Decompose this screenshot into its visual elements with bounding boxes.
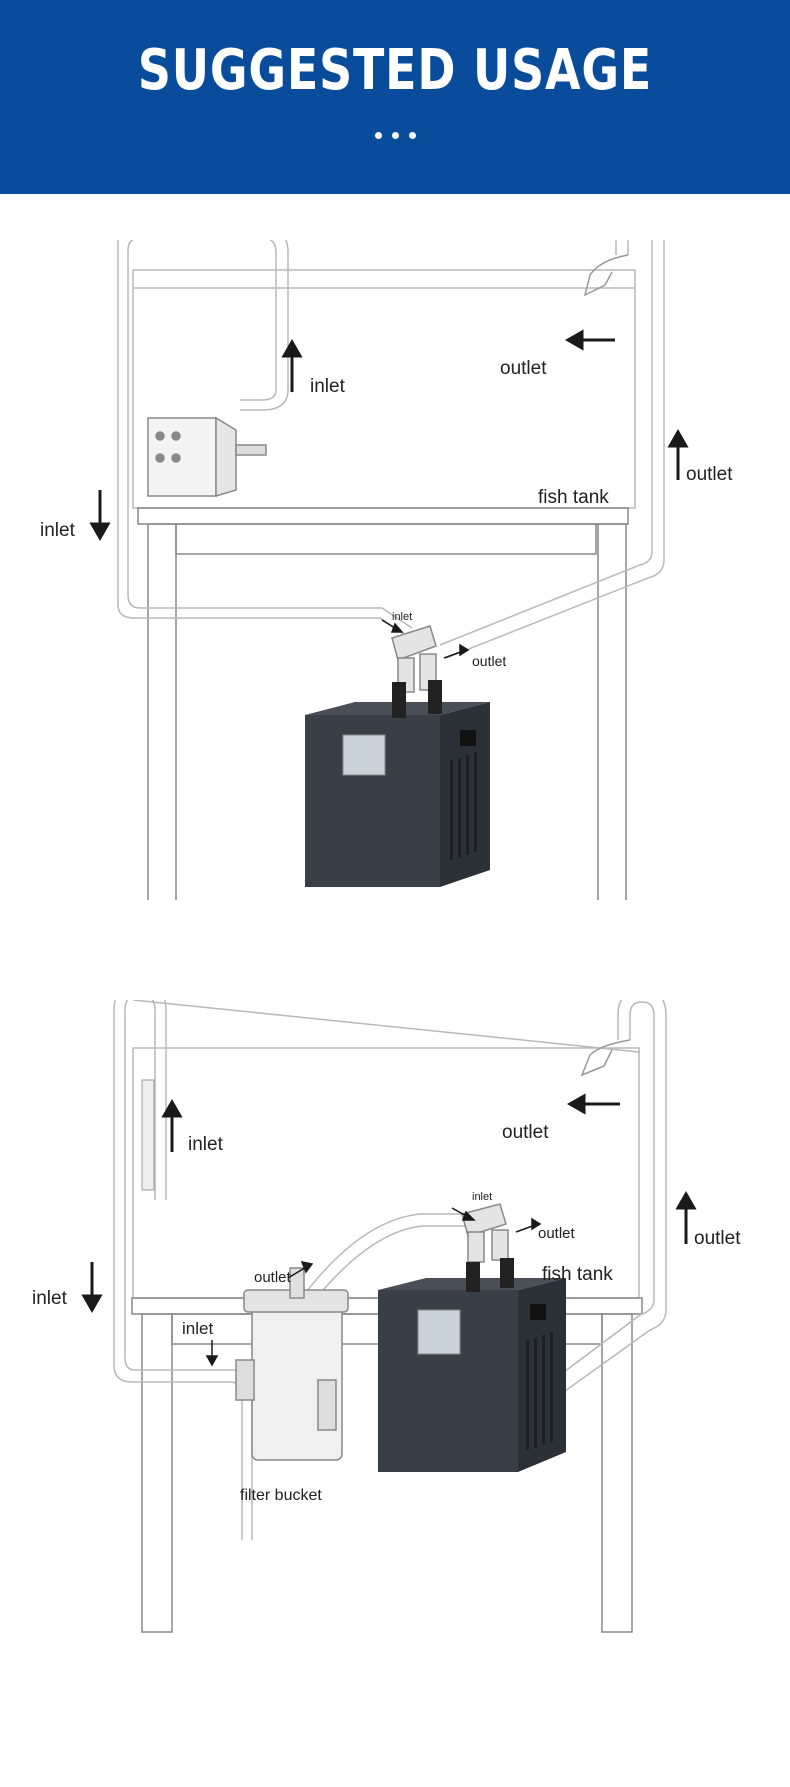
label-fish-tank: fish tank (538, 487, 609, 508)
table-leg-right (601, 1313, 633, 1633)
label-small-inlet: inlet (472, 1191, 492, 1203)
diagram-chiller-direct: inlet outlet outlet inlet fish tank inle… (40, 240, 733, 900)
hose-inlet (124, 1000, 156, 1200)
dot-icon (391, 132, 399, 139)
chiller-unit (378, 1258, 566, 1472)
label-inlet-left: inlet (40, 520, 76, 541)
label-outlet-right: outlet (694, 1228, 741, 1249)
label-fish-tank: fish tank (542, 1264, 613, 1285)
filter-bucket (235, 1267, 349, 1461)
label-small-outlet: outlet (472, 653, 506, 669)
table-leg-left (141, 1313, 173, 1633)
header-banner: SUGGESTED USAGE (0, 0, 790, 194)
label-inlet-top: inlet (188, 1134, 224, 1155)
hose-outlet (439, 240, 653, 646)
table-top (137, 507, 629, 525)
label-inlet-left: inlet (32, 1288, 68, 1309)
table-leg-right (597, 523, 627, 900)
hose-inlet (127, 240, 277, 401)
label-small-outlet: outlet (538, 1225, 576, 1242)
decorative-dots (0, 126, 790, 144)
valve-fitting (461, 1203, 509, 1263)
table-rail (175, 523, 597, 555)
label-outlet-top: outlet (500, 358, 547, 379)
table-leg-left (147, 523, 177, 900)
label-outlet-right: outlet (686, 464, 733, 485)
pump-unit (147, 416, 267, 498)
label-filter-inlet: inlet (182, 1319, 213, 1338)
hose-outlet (499, 1001, 655, 1421)
page-title: SUGGESTED USAGE (137, 38, 653, 103)
label-small-inlet: inlet (392, 611, 412, 623)
dot-icon (374, 132, 382, 139)
label-filter-bucket: filter bucket (240, 1487, 322, 1504)
heater-rod (141, 1079, 155, 1191)
label-filter-outlet: outlet (254, 1269, 292, 1286)
chiller-unit (305, 680, 490, 887)
dot-icon (408, 132, 416, 139)
diagram-chiller-with-filter: inlet outlet outlet inlet fish tank inle… (32, 1000, 741, 1633)
label-outlet-top: outlet (502, 1122, 549, 1143)
fish-tank (132, 1047, 640, 1299)
label-inlet-top: inlet (310, 376, 346, 397)
